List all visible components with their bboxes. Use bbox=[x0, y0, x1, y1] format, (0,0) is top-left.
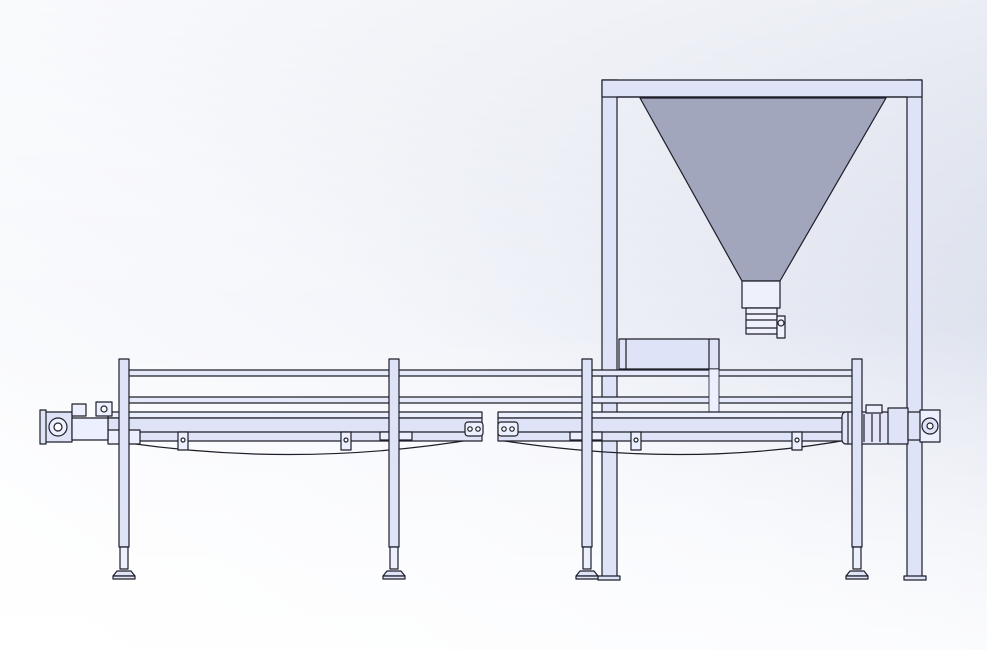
belt-sag-left bbox=[107, 437, 483, 456]
belt-sag-right bbox=[497, 437, 859, 456]
frame-left-foot bbox=[597, 575, 621, 581]
feed-box bbox=[618, 338, 720, 418]
hopper-valve bbox=[745, 307, 778, 335]
lower-guard-rail bbox=[124, 396, 859, 404]
support-leg bbox=[382, 358, 406, 580]
conveyor-right-bed bbox=[497, 411, 859, 419]
tail-pulley-left bbox=[464, 421, 484, 437]
conveyor-right-body bbox=[497, 417, 859, 442]
conveyor-left-body bbox=[107, 417, 483, 442]
motor-body bbox=[841, 411, 891, 445]
support-leg bbox=[845, 358, 869, 580]
conveyor-left-bed bbox=[107, 411, 483, 419]
gearbox bbox=[39, 401, 113, 445]
support-leg bbox=[112, 358, 136, 580]
hopper-outlet bbox=[741, 280, 781, 309]
tail-pulley-right bbox=[497, 421, 519, 437]
frame-right-foot bbox=[903, 575, 927, 581]
upper-guard-rail bbox=[124, 369, 859, 377]
valve-handle bbox=[776, 315, 786, 339]
support-leg bbox=[575, 358, 599, 580]
hopper-support-frame bbox=[597, 79, 927, 581]
hopper bbox=[639, 97, 887, 339]
frame-right-post bbox=[906, 79, 923, 579]
drive-motor bbox=[841, 404, 941, 445]
support-legs bbox=[112, 358, 869, 580]
frame-left-post bbox=[601, 79, 618, 579]
frame-top-beam bbox=[601, 79, 923, 98]
